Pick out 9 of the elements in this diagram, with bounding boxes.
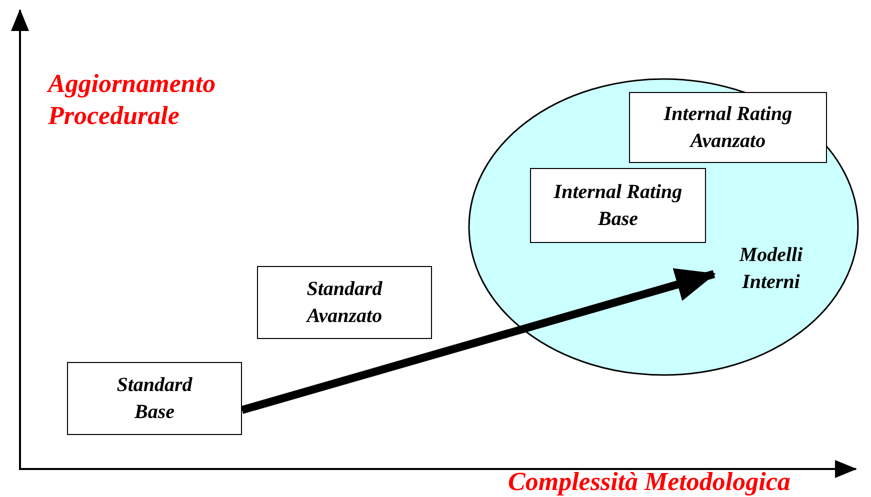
text-box: Internal Rating Avanzato — [629, 92, 827, 163]
ellipse-region — [468, 78, 859, 376]
region-label: Modelli Interni — [718, 242, 824, 300]
text-box: Standard Avanzato — [257, 266, 432, 339]
arrow — [240, 268, 716, 414]
text-box: Internal Rating Base — [530, 168, 706, 243]
text-box: Standard Base — [67, 362, 242, 435]
axis-title: Complessità Metodologica — [508, 466, 792, 497]
axis-title: Aggiornamento Procedurale — [48, 68, 217, 132]
